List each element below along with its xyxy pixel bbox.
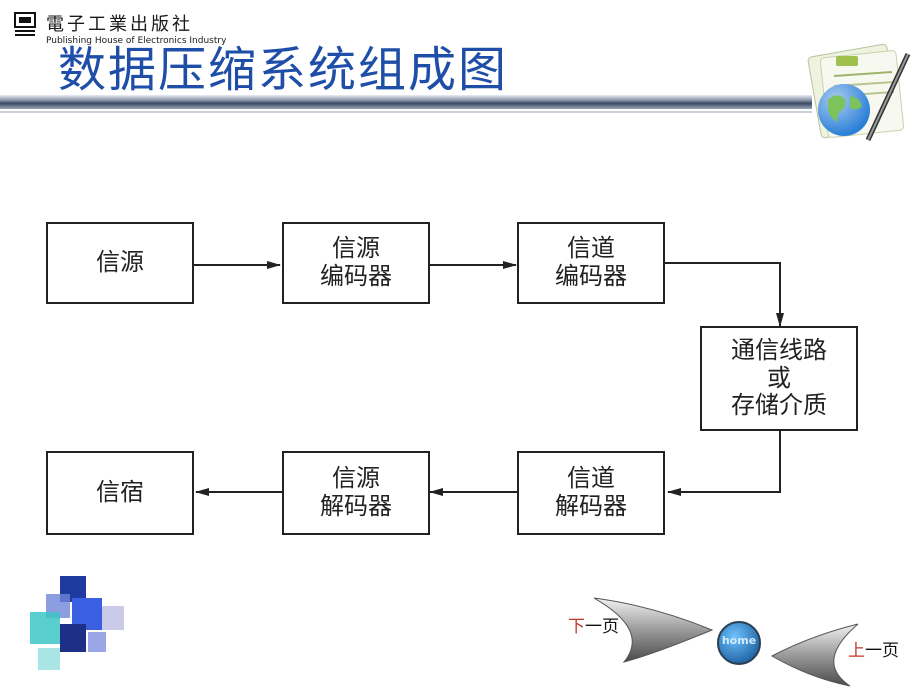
next-arrow-icon[interactable] xyxy=(594,596,714,664)
header-divider-bar xyxy=(0,95,812,109)
prev-page-rest: 一页 xyxy=(865,641,899,661)
block-source-encoder-label: 信源 编码器 xyxy=(320,234,392,290)
block-source-encoder: 信源 编码器 xyxy=(282,222,430,304)
publisher-name-en: Publishing House of Electronics Industry xyxy=(46,36,227,46)
block-channel-label: 通信线路 或 存储介质 xyxy=(731,336,827,420)
block-sink: 信宿 xyxy=(46,451,194,535)
prev-arrow-icon[interactable] xyxy=(770,622,860,688)
block-channel-encoder-label: 信道 编码器 xyxy=(555,234,627,290)
block-channel-decoder: 信道 解码器 xyxy=(517,451,665,535)
next-page-link[interactable]: 下一页 xyxy=(568,612,619,637)
html-globe-pen-icon xyxy=(807,43,911,142)
prev-page-link[interactable]: 上一页 xyxy=(848,636,899,661)
next-page-rest: 一页 xyxy=(585,617,619,637)
header-divider-line xyxy=(0,111,812,113)
block-source-decoder-label: 信源 解码器 xyxy=(320,464,392,520)
publisher-name-cn: 電子工業出版社 xyxy=(46,14,193,35)
block-source-decoder: 信源 解码器 xyxy=(282,451,430,535)
block-source-label: 信源 xyxy=(96,248,144,277)
block-sink-label: 信宿 xyxy=(96,478,144,507)
next-page-first-char: 下 xyxy=(568,617,585,637)
home-button-label[interactable]: home xyxy=(721,634,757,647)
decorative-squares xyxy=(30,576,124,670)
home-button-icon[interactable] xyxy=(716,620,762,666)
arrow-channel-to-channel-decoder xyxy=(667,431,781,496)
arrow-channel-encoder-to-channel xyxy=(664,262,784,327)
block-channel-decoder-label: 信道 解码器 xyxy=(555,464,627,520)
block-channel: 通信线路 或 存储介质 xyxy=(700,326,858,431)
prev-page-first-char: 上 xyxy=(848,641,865,661)
block-channel-encoder: 信道 编码器 xyxy=(517,222,665,304)
block-source: 信源 xyxy=(46,222,194,304)
publisher-logo-icon xyxy=(14,12,36,36)
slide-title: 数据压缩系统组成图 xyxy=(58,42,509,98)
